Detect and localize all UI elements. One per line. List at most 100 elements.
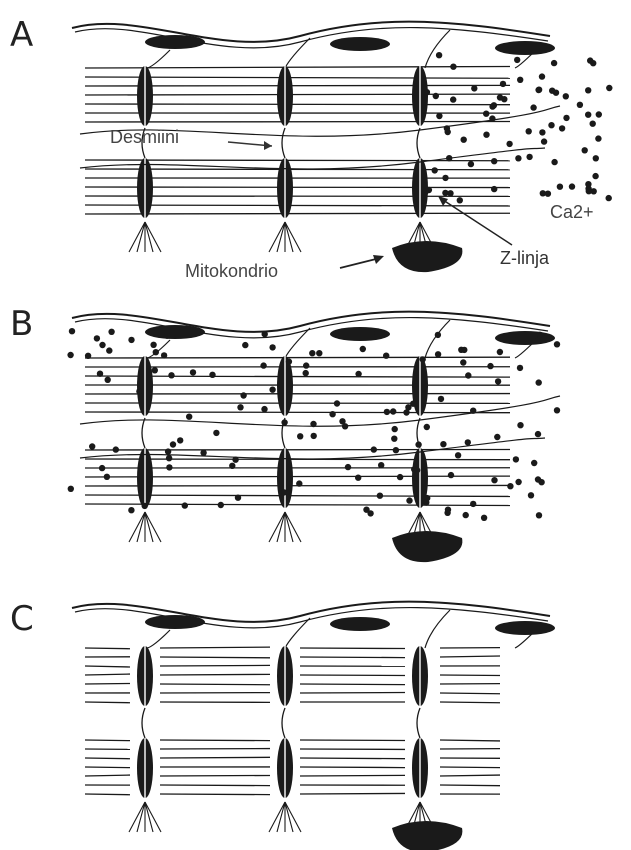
calcium-dot xyxy=(262,331,268,337)
anchor-fiber xyxy=(129,222,145,252)
calcium-dot xyxy=(551,60,557,66)
myofilament xyxy=(85,767,130,768)
myofilament xyxy=(160,785,270,786)
calcium-dot xyxy=(448,472,454,478)
calcium-dot xyxy=(166,455,172,461)
calcium-dot xyxy=(423,499,429,505)
calcium-dot xyxy=(309,350,315,356)
anchor-fiber xyxy=(277,222,285,252)
calcium-dot xyxy=(585,87,591,93)
myofilament xyxy=(85,740,130,741)
calcium-dot xyxy=(136,388,142,394)
calcium-label: Ca2+ xyxy=(550,202,594,222)
mitochondrion xyxy=(392,821,462,850)
calcium-dot xyxy=(530,104,536,110)
calcium-dot xyxy=(415,441,421,447)
calcium-dot xyxy=(450,96,456,102)
myofilament xyxy=(160,757,270,758)
calcium-dot xyxy=(69,328,75,334)
calcium-dot xyxy=(424,89,430,95)
calcium-dot xyxy=(517,422,523,428)
anchor-fiber xyxy=(277,802,285,832)
anchor-fiber xyxy=(137,802,145,832)
calcium-dot xyxy=(411,466,417,472)
anchor-fiber xyxy=(269,222,285,252)
sarcolemma-inner xyxy=(75,318,548,338)
calcium-dot xyxy=(360,346,366,352)
calcium-dot xyxy=(237,404,243,410)
calcium-dot xyxy=(377,493,383,499)
calcium-dot xyxy=(483,111,489,117)
myofilament xyxy=(300,740,405,741)
calcium-dot xyxy=(586,188,592,194)
membrane-nucleus xyxy=(495,331,555,345)
calcium-dot xyxy=(391,436,397,442)
calcium-dot xyxy=(444,510,450,516)
calcium-dot xyxy=(166,464,172,470)
panel-c xyxy=(72,602,555,850)
myofilament xyxy=(160,740,270,741)
calcium-dot xyxy=(213,430,219,436)
anchor-fiber xyxy=(269,512,285,542)
myofilament xyxy=(85,758,130,759)
myofilament xyxy=(160,674,270,675)
calcium-dot xyxy=(463,512,469,518)
calcium-dot xyxy=(345,464,351,470)
calcium-dot xyxy=(569,183,575,189)
calcium-dot xyxy=(513,456,519,462)
calcium-dot xyxy=(286,358,292,364)
calcium-dot xyxy=(435,332,441,338)
panel-letter-b: B xyxy=(10,304,33,344)
calcium-dot xyxy=(378,462,384,468)
myofilament xyxy=(300,684,405,685)
desmin-link xyxy=(282,708,285,738)
calcium-dot xyxy=(310,421,316,427)
calcium-dot xyxy=(334,400,340,406)
calcium-dot xyxy=(540,190,546,196)
calcium-dot xyxy=(397,474,403,480)
calcium-dot xyxy=(371,446,377,452)
calcium-dot xyxy=(557,184,563,190)
anchor-fiber xyxy=(137,222,145,252)
calcium-dot xyxy=(108,329,114,335)
calcium-dot xyxy=(549,88,555,94)
calcium-dot xyxy=(432,167,438,173)
myofilament xyxy=(160,657,270,658)
anchor-fiber xyxy=(129,802,145,832)
anchor-fiber xyxy=(145,222,153,252)
calcium-dot xyxy=(536,512,542,518)
calcium-dot xyxy=(164,333,170,339)
calcium-dot xyxy=(606,195,612,201)
calcium-dot xyxy=(393,447,399,453)
calcium-dot xyxy=(406,497,412,503)
calcium-dot xyxy=(481,515,487,521)
calcium-dot xyxy=(436,52,442,58)
myofilament xyxy=(440,785,500,786)
panel-letter-a: A xyxy=(10,15,33,55)
calcium-dot xyxy=(554,341,560,347)
calcium-dot xyxy=(577,102,583,108)
myofilament xyxy=(440,693,500,694)
calcium-dot xyxy=(450,63,456,69)
calcium-dot xyxy=(142,503,148,509)
calcium-dot xyxy=(410,401,416,407)
calcium-dot xyxy=(106,347,112,353)
calcium-dot xyxy=(590,121,596,127)
calcium-dot xyxy=(235,495,241,501)
myofilament xyxy=(300,657,405,658)
anchor-fiber xyxy=(285,222,301,252)
myofilament xyxy=(85,357,510,358)
calcium-dot xyxy=(489,103,495,109)
calcium-dot xyxy=(190,369,196,375)
calcium-dot xyxy=(517,365,523,371)
calcium-dot xyxy=(442,175,448,181)
mitochondrion xyxy=(392,531,462,562)
z-line-arrowhead xyxy=(438,196,448,206)
myofilament xyxy=(160,684,270,685)
calcium-dot xyxy=(500,81,506,87)
mitochondrion xyxy=(392,241,462,272)
calcium-dot xyxy=(470,501,476,507)
anchor-fiber xyxy=(129,512,145,542)
calcium-dot xyxy=(128,507,134,513)
